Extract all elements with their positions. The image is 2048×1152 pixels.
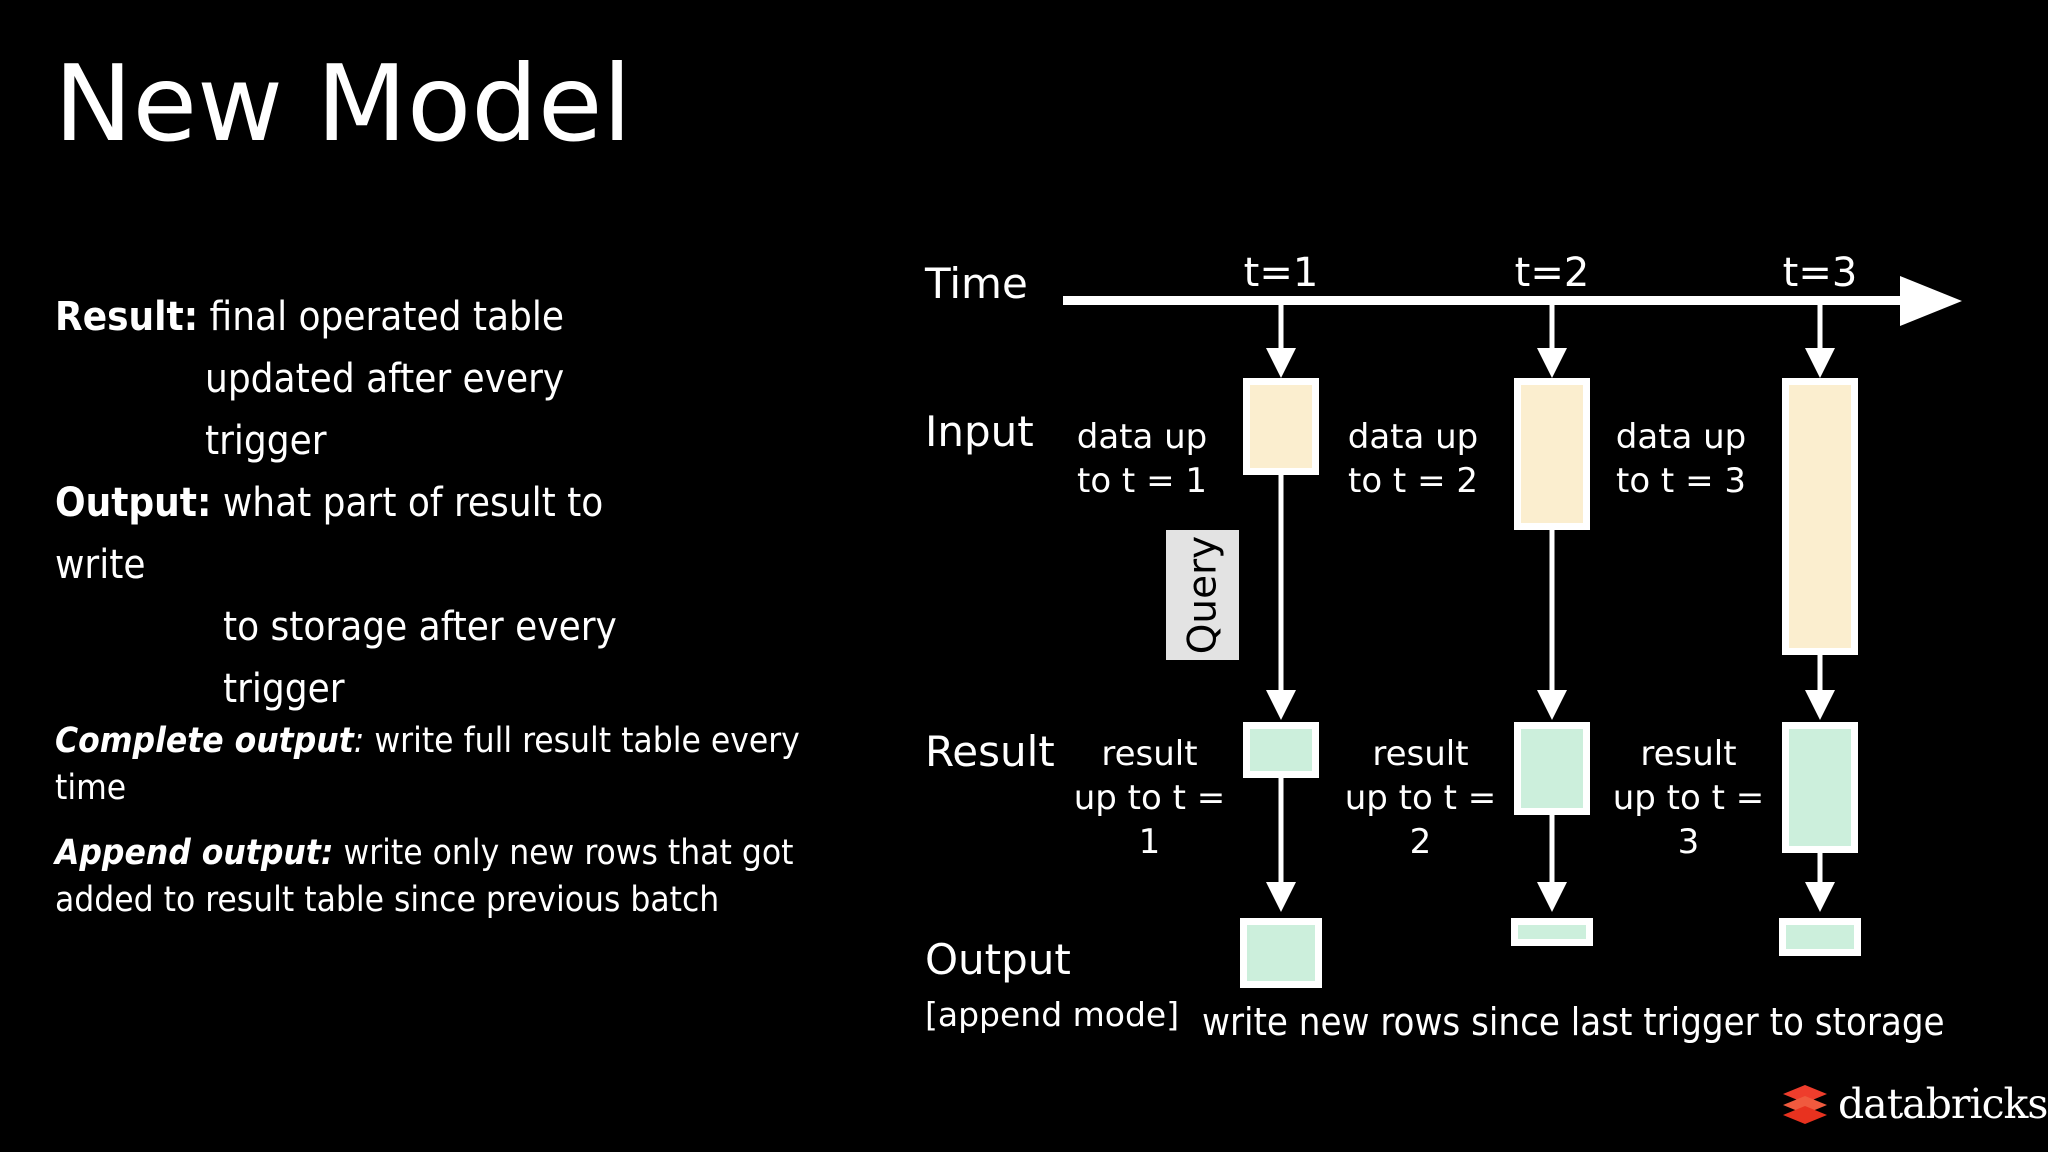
output-box-t1 <box>1240 918 1322 988</box>
connector-arrow-input-result-t1-icon <box>1266 690 1296 720</box>
bullet-output-lead: Output: <box>55 480 212 526</box>
input-box-t3 <box>1782 378 1858 655</box>
query-badge-label: Query <box>1180 535 1225 655</box>
tick-label-t2: t=2 <box>1514 250 1590 296</box>
result-caption-t2-text: result up to t = 2 <box>1344 734 1497 862</box>
bullet-output: Output: what part of result to write to … <box>55 472 695 720</box>
mode-append-output: Append output: write only new rows that … <box>55 830 845 924</box>
query-badge: Query <box>1166 530 1239 660</box>
result-box-t2 <box>1514 722 1590 815</box>
result-caption-t3-text: result up to t = 3 <box>1612 734 1765 862</box>
time-axis-arrow-icon <box>1900 276 1962 326</box>
input-caption-t3: data up to t = 3 <box>1586 415 1776 503</box>
mode-complete-output: Complete output: write full result table… <box>55 718 845 812</box>
tick-arrowhead-t2-icon <box>1537 348 1567 378</box>
tick-label-t1: t=1 <box>1243 250 1319 296</box>
input-box-t1 <box>1243 378 1319 475</box>
bullet-result-line1: final operated table <box>198 294 565 340</box>
input-caption-t1: data up to t = 1 <box>1047 415 1237 503</box>
connector-arrow-result-output-t2-icon <box>1537 882 1567 912</box>
databricks-logo: databricks <box>1782 1079 2048 1128</box>
time-axis-line <box>1063 296 1906 305</box>
page-title: New Model <box>54 43 632 165</box>
connector-result-output-t2 <box>1549 815 1555 888</box>
input-caption-t2: data up to t = 2 <box>1318 415 1508 503</box>
tick-stem-t1 <box>1278 305 1284 355</box>
row-label-output-submode: [append mode] <box>925 995 1180 1034</box>
result-caption-t1: result up to t = 1 <box>1062 732 1237 864</box>
connector-arrow-result-output-t3-icon <box>1805 882 1835 912</box>
result-caption-t3: result up to t = 3 <box>1601 732 1776 864</box>
tick-stem-t3 <box>1817 305 1823 355</box>
output-mode-caption: write new rows since last trigger to sto… <box>1202 1000 1945 1044</box>
connector-result-output-t3 <box>1817 853 1823 888</box>
mode-append-body: write only new rows that got added to re… <box>55 833 794 920</box>
result-caption-t2: result up to t = 2 <box>1333 732 1508 864</box>
connector-arrow-input-result-t3-icon <box>1805 690 1835 720</box>
connector-input-result-t1 <box>1278 475 1284 696</box>
input-caption-t1-text: data up to t = 1 <box>1076 417 1208 501</box>
bullet-result-line2: updated after every trigger <box>205 356 565 464</box>
output-box-t2 <box>1511 918 1593 946</box>
connector-arrow-input-result-t2-icon <box>1537 690 1567 720</box>
tick-stem-t2 <box>1549 305 1555 355</box>
input-caption-t2-text: data up to t = 2 <box>1347 417 1479 501</box>
row-label-input: Input <box>925 407 1034 456</box>
connector-result-output-t1 <box>1278 778 1284 888</box>
tick-arrowhead-t3-icon <box>1805 348 1835 378</box>
mode-complete-colon: : <box>353 721 365 761</box>
input-caption-t3-text: data up to t = 3 <box>1615 417 1747 501</box>
bullet-result-lead: Result: <box>55 294 199 340</box>
bullet-output-line1: what part of result to write <box>55 480 604 588</box>
output-box-t3 <box>1779 918 1861 956</box>
result-box-t1 <box>1243 722 1319 778</box>
tick-arrowhead-t1-icon <box>1266 348 1296 378</box>
connector-input-result-t2 <box>1549 530 1555 696</box>
bullet-result: Result: final operated table updated aft… <box>55 286 675 472</box>
databricks-wordmark: databricks <box>1838 1079 2048 1128</box>
row-label-result: Result <box>925 727 1055 776</box>
mode-complete-lead: Complete output <box>55 721 354 761</box>
result-caption-t1-text: result up to t = 1 <box>1073 734 1226 862</box>
input-box-t2 <box>1514 378 1590 530</box>
databricks-mark-icon <box>1782 1084 1828 1124</box>
row-label-time: Time <box>925 259 1028 308</box>
connector-arrow-result-output-t1-icon <box>1266 882 1296 912</box>
result-box-t3 <box>1782 722 1858 853</box>
row-label-output: Output <box>925 935 1071 984</box>
connector-input-result-t3 <box>1817 655 1823 696</box>
bullet-output-line2: to storage after every trigger <box>223 604 617 712</box>
mode-complete-body: write full result table every time <box>55 721 800 808</box>
mode-append-lead: Append output: <box>55 833 334 873</box>
tick-label-t3: t=3 <box>1782 250 1858 296</box>
